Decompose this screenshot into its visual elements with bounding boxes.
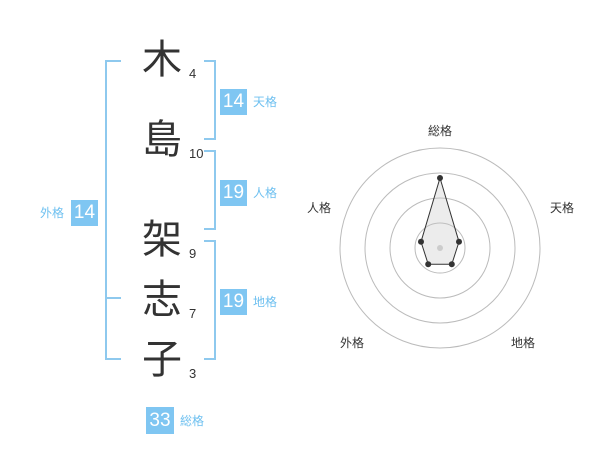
jinkaku-bracket (204, 150, 216, 230)
radar-point-3 (448, 261, 455, 268)
name-char-5: 子 (142, 337, 182, 383)
radar-point-1 (437, 175, 443, 181)
stroke-count-1: 4 (189, 66, 197, 81)
name-char-4: 志 (142, 277, 182, 323)
name-char-1: 木 (142, 37, 182, 83)
chikaku-label: 地格 (253, 295, 278, 309)
radar-point-2 (456, 238, 462, 245)
gaikaku-score: 14 (71, 200, 98, 226)
radar-grid-ring (364, 172, 516, 324)
chikaku-bracket (204, 240, 216, 360)
radar-axis-label-soukaku: 総格 (428, 124, 453, 138)
radar-axis-label-tenkaku: 天格 (550, 201, 575, 215)
gaikaku-bracket-mid (105, 297, 121, 299)
radar-point-5 (418, 238, 424, 245)
jinkaku-score: 19 (220, 180, 247, 206)
radar-center-point (437, 245, 443, 251)
name-char-3: 架 (142, 217, 182, 263)
radar-series-polygon (420, 176, 460, 265)
radar-axis-label-chikaku: 地格 (511, 336, 536, 350)
radar-axis-label-gaikaku: 外格 (340, 336, 365, 350)
soukaku-score: 33 (146, 407, 174, 434)
tenkaku-score: 14 (220, 89, 247, 115)
tenkaku-label: 天格 (253, 95, 278, 109)
name-char-2: 島 (142, 117, 182, 163)
radar-axis-label-jinkaku: 人格 (307, 201, 332, 215)
jinkaku-label: 人格 (253, 186, 278, 200)
gaikaku-label: 外格 (40, 206, 65, 220)
radar-grid-ring (414, 222, 466, 274)
gaikaku-bracket (105, 60, 121, 360)
radar-grid-ring (389, 197, 491, 299)
tenkaku-bracket (204, 60, 216, 140)
radar-point-4 (425, 261, 432, 268)
radar-grid-ring (339, 147, 541, 349)
stroke-count-3: 9 (189, 246, 197, 261)
soukaku-label: 総格 (180, 414, 205, 428)
chikaku-score: 19 (220, 289, 247, 315)
stroke-count-5: 3 (189, 366, 197, 381)
stroke-count-4: 7 (189, 306, 197, 321)
stroke-count-2: 10 (189, 146, 204, 161)
